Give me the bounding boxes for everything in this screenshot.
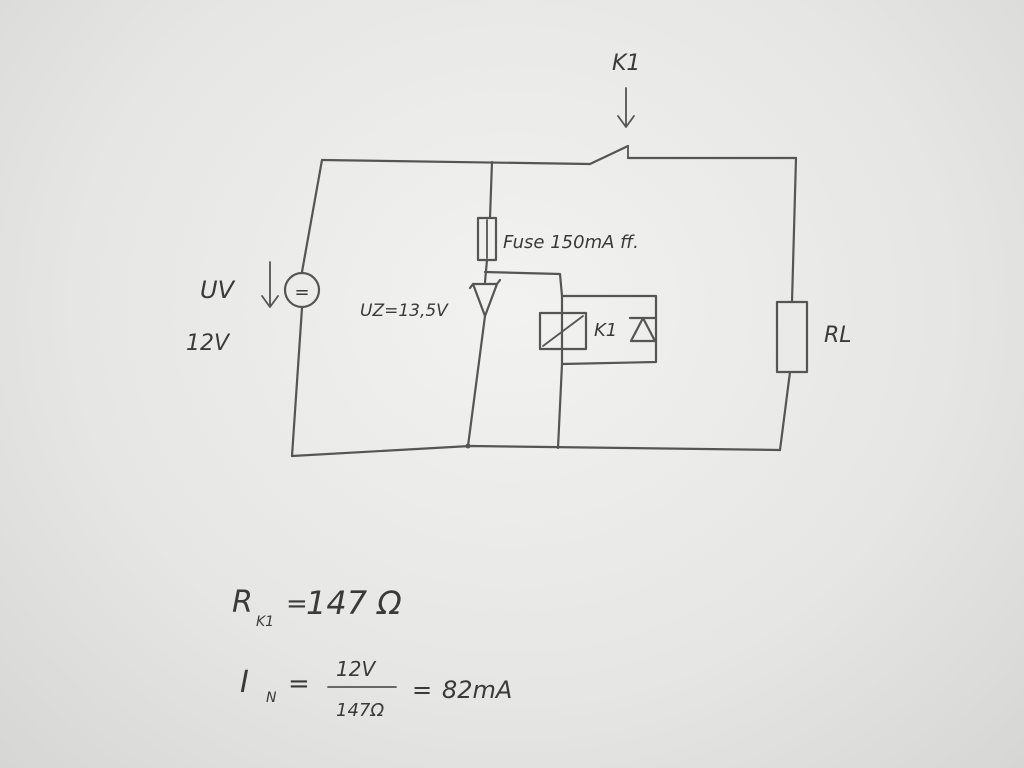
relay-coil-icon bbox=[538, 311, 588, 351]
i-equals-2: = bbox=[412, 676, 432, 704]
junction-dot bbox=[465, 443, 471, 449]
i-equals: = bbox=[288, 669, 310, 699]
i-numerator: 12V bbox=[336, 657, 376, 681]
circuit-diagram: = K1 UV 12V Fuse 150mA ff. UZ=13,5V bbox=[186, 51, 852, 458]
wire-relay-top bbox=[560, 294, 658, 366]
wire-left-upper bbox=[300, 158, 324, 274]
switch-arrow-icon bbox=[617, 87, 635, 128]
relay-label: K1 bbox=[594, 320, 617, 341]
i-subscript: N bbox=[266, 690, 277, 706]
r-value: 147 Ω bbox=[306, 584, 402, 622]
calculation-block: R K1 = 147 Ω I N = 12V 147Ω = 82mA bbox=[232, 584, 512, 721]
wire-zener-bottom bbox=[466, 314, 487, 448]
load-label: RL bbox=[824, 323, 852, 348]
wire-bottom bbox=[290, 444, 782, 458]
i-symbol: I bbox=[240, 665, 249, 700]
wire-top-left bbox=[320, 158, 592, 166]
source-label: UV bbox=[200, 276, 236, 304]
wire-to-relay bbox=[483, 270, 564, 298]
zener-diode-icon bbox=[468, 278, 502, 318]
wire-right-lower bbox=[778, 370, 792, 452]
r-equals: = bbox=[286, 589, 308, 619]
wire-fuse-top bbox=[488, 160, 494, 220]
wire-right-upper bbox=[790, 156, 798, 304]
zener-label: UZ=13,5V bbox=[360, 301, 449, 321]
switch-label: K1 bbox=[612, 51, 640, 76]
wire-relay-bottom bbox=[556, 362, 564, 450]
wire-left-lower bbox=[290, 306, 304, 458]
i-result: 82mA bbox=[442, 676, 512, 704]
relay-coil-slash bbox=[542, 315, 584, 347]
freewheel-diode-icon bbox=[628, 316, 658, 343]
r-subscript: K1 bbox=[256, 614, 274, 630]
load-resistor-icon bbox=[775, 300, 809, 374]
r-symbol: R bbox=[232, 585, 253, 620]
dc-source-icon bbox=[283, 271, 321, 309]
fuse-label: Fuse 150mA ff. bbox=[503, 232, 639, 253]
i-denominator: 147Ω bbox=[336, 700, 384, 721]
switch-k1 bbox=[588, 144, 630, 166]
voltage-arrow-icon bbox=[261, 261, 279, 308]
source-voltage: 12V bbox=[186, 331, 231, 356]
dc-source-symbol: = bbox=[294, 282, 309, 303]
